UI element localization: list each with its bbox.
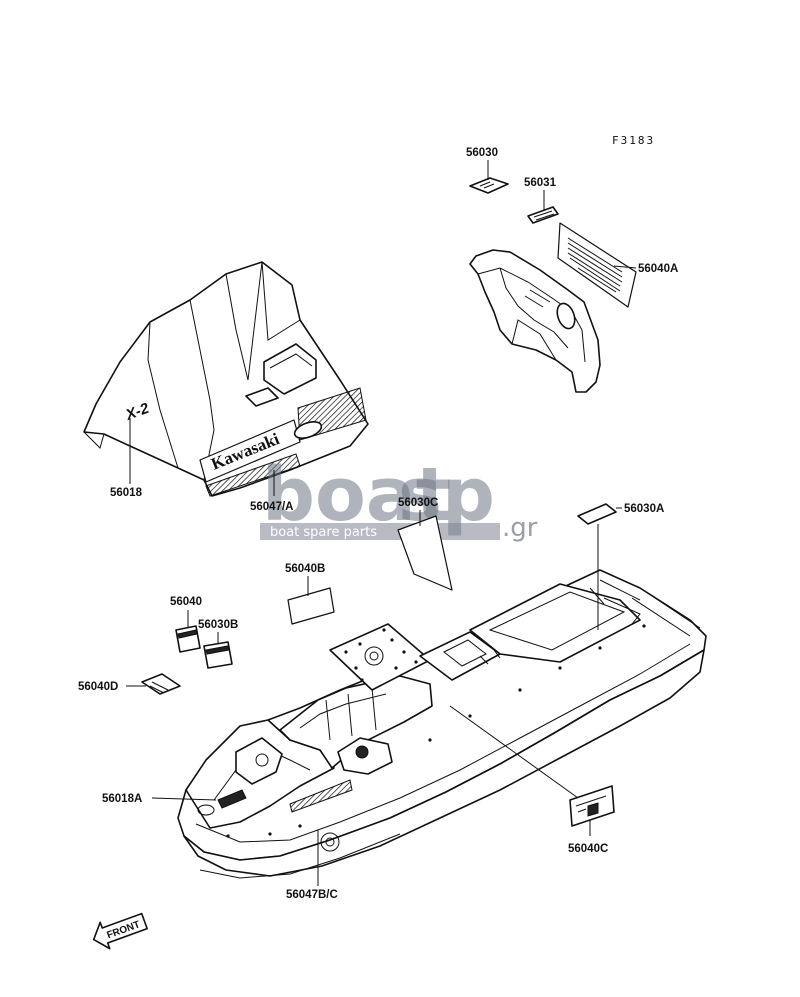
label-56030a[interactable]: 56030A bbox=[624, 503, 664, 515]
label-56047a[interactable]: 56047/A bbox=[250, 501, 293, 513]
decal-56030b[interactable] bbox=[203, 641, 233, 669]
decal-56030a[interactable] bbox=[577, 503, 617, 525]
label-56030[interactable]: 56030 bbox=[466, 147, 498, 159]
decal-56030[interactable] bbox=[469, 177, 509, 194]
decal-56031[interactable] bbox=[527, 206, 559, 224]
figure-code: F3183 bbox=[612, 134, 655, 147]
label-56047bc[interactable]: 56047B/C bbox=[286, 889, 338, 901]
decal-56040[interactable] bbox=[175, 625, 201, 653]
label-56040b[interactable]: 56040B bbox=[285, 563, 325, 575]
label-56040d[interactable]: 56040D bbox=[78, 681, 118, 693]
label-56018a[interactable]: 56018A bbox=[102, 793, 142, 805]
label-56030c[interactable]: 56030C bbox=[398, 497, 438, 509]
front-direction-arrow: FRONT bbox=[92, 912, 148, 950]
hood-56018[interactable]: Kawasaki X-2 bbox=[83, 261, 369, 497]
decal-56040a[interactable] bbox=[557, 222, 637, 308]
label-56031[interactable]: 56031 bbox=[524, 177, 557, 189]
label-56040a[interactable]: 56040A bbox=[638, 263, 678, 275]
watermark-tagline: boat spare parts bbox=[270, 525, 377, 540]
leader-lines bbox=[126, 160, 637, 886]
label-56040[interactable]: 56040 bbox=[170, 596, 202, 608]
decal-56040d[interactable] bbox=[141, 673, 181, 695]
label-56040c[interactable]: 56040C bbox=[568, 843, 608, 855]
watermark-suffix: .gr bbox=[502, 513, 538, 543]
part-labels: 56030 56031 56040A 56018 56047/A 56030C … bbox=[78, 147, 678, 901]
label-56030b[interactable]: 56030B bbox=[198, 619, 238, 631]
decal-56040c[interactable] bbox=[569, 785, 615, 827]
decal-56030c[interactable] bbox=[397, 515, 453, 591]
hull bbox=[177, 569, 707, 879]
label-56018[interactable]: 56018 bbox=[110, 487, 143, 499]
decal-56040b[interactable] bbox=[287, 587, 335, 625]
hatch-cover-assembly bbox=[469, 249, 601, 393]
